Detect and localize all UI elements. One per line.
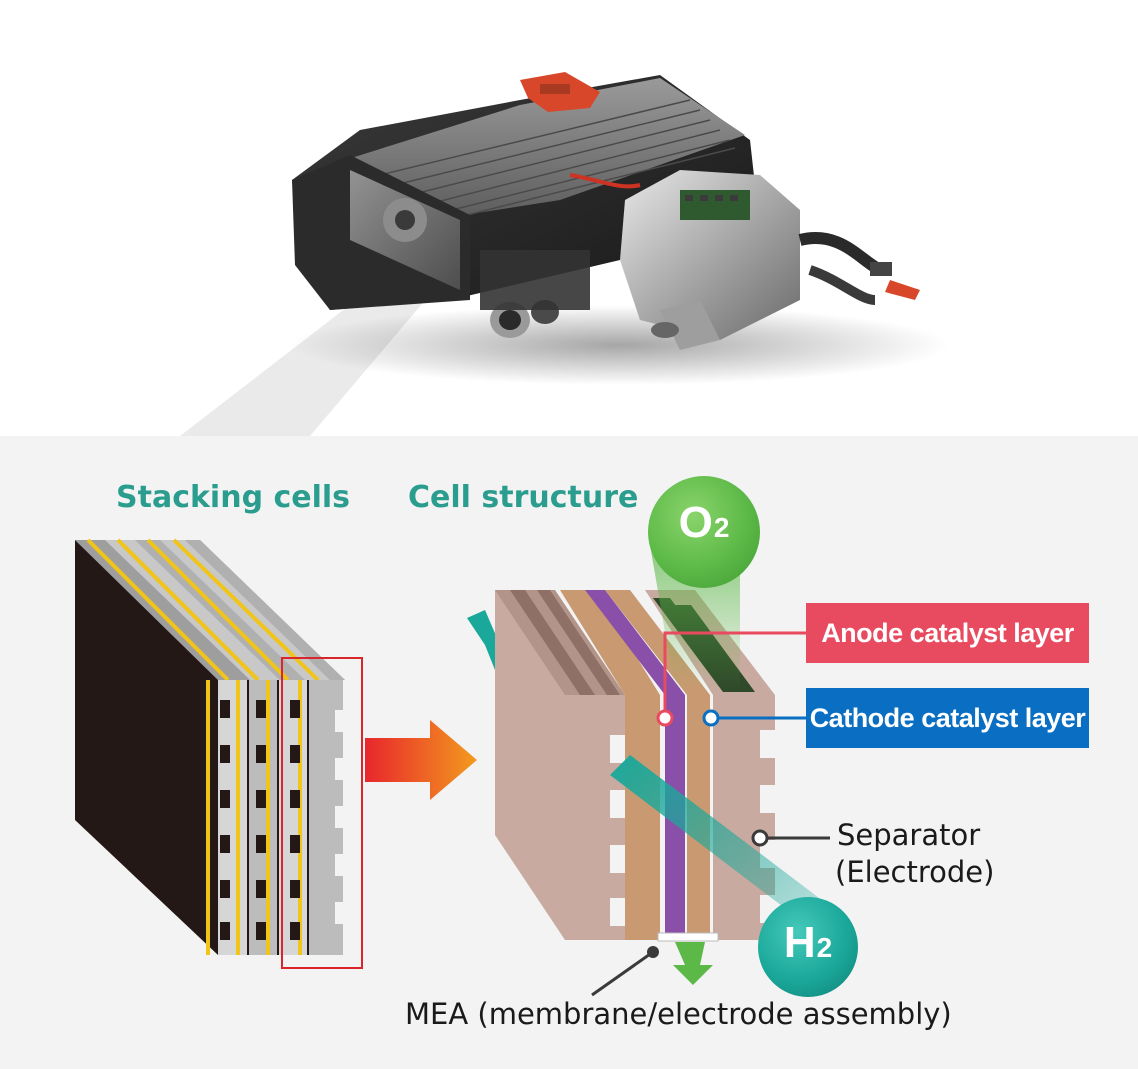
oxygen-subscript: 2: [713, 512, 730, 543]
hydrogen-subscript: 2: [816, 932, 833, 963]
stacking-cells-illustration: [75, 538, 345, 955]
anode-catalyst-layer-tag: Anode catalyst layer: [806, 603, 1089, 663]
oxygen-symbol: O: [678, 498, 713, 547]
mea-label: MEA (membrane/electrode assembly): [405, 997, 952, 1031]
oxygen-sphere: [648, 476, 760, 588]
cathode-catalyst-layer-tag: Cathode catalyst layer: [806, 688, 1089, 748]
zoom-arrow: [365, 720, 477, 800]
fuel-cell-unit-illustration: [180, 72, 950, 436]
hydrogen-symbol: H: [783, 918, 816, 967]
cell-structure-heading: Cell structure: [408, 480, 639, 515]
electrode-label: (Electrode): [835, 855, 995, 889]
hydrogen-sphere: [758, 897, 858, 997]
separator-label: Separator: [837, 818, 981, 852]
highlighted-cell-box: [281, 657, 363, 969]
stacking-cells-heading: Stacking cells: [116, 480, 351, 515]
